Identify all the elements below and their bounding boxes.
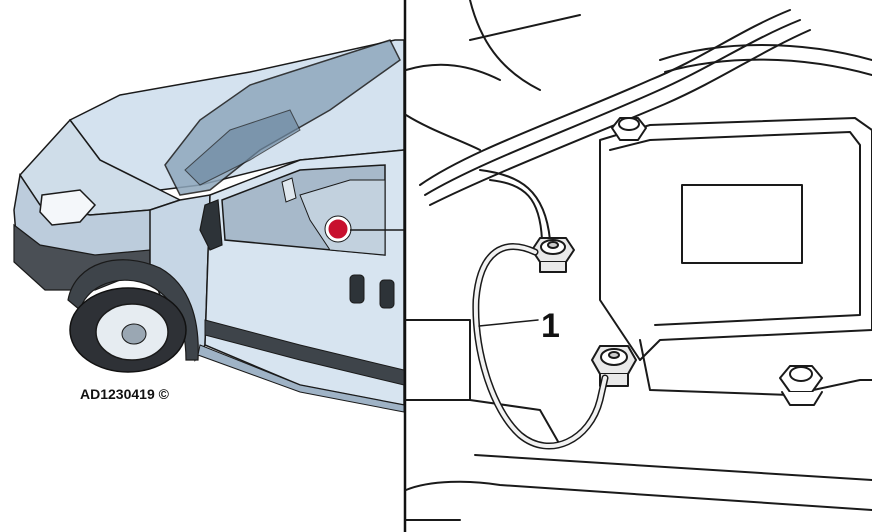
reference-code: AD1230419 ©: [80, 386, 170, 402]
door-handle-rear: [379, 279, 395, 309]
wheel-hub: [121, 323, 147, 345]
control-unit-label: [681, 184, 803, 264]
door-handle-front: [349, 274, 365, 304]
mounting-bolt-bottom-right: [779, 365, 823, 406]
callout-1-number: 1: [541, 307, 560, 345]
wheel-arch-trim: [67, 259, 199, 361]
callout-1-leader: [478, 319, 539, 327]
dashboard: [184, 109, 301, 186]
vehicle-illustration: [13, 39, 405, 413]
ground-harness: [472, 243, 609, 450]
ground-stud-lower: [591, 345, 637, 387]
cable-bundle: [419, 9, 791, 186]
wing-mirror: [199, 199, 223, 251]
body-structure-upper: [469, 0, 541, 91]
body-structure-lower: [405, 319, 471, 401]
headlight: [39, 189, 97, 226]
branch-cable: [479, 169, 551, 241]
mounting-bolt-top-left: [611, 117, 647, 141]
detail-view: [405, 0, 872, 521]
gear-lever: [281, 177, 297, 203]
component-location-marker: [325, 216, 351, 242]
ground-stud-upper: [531, 237, 575, 273]
